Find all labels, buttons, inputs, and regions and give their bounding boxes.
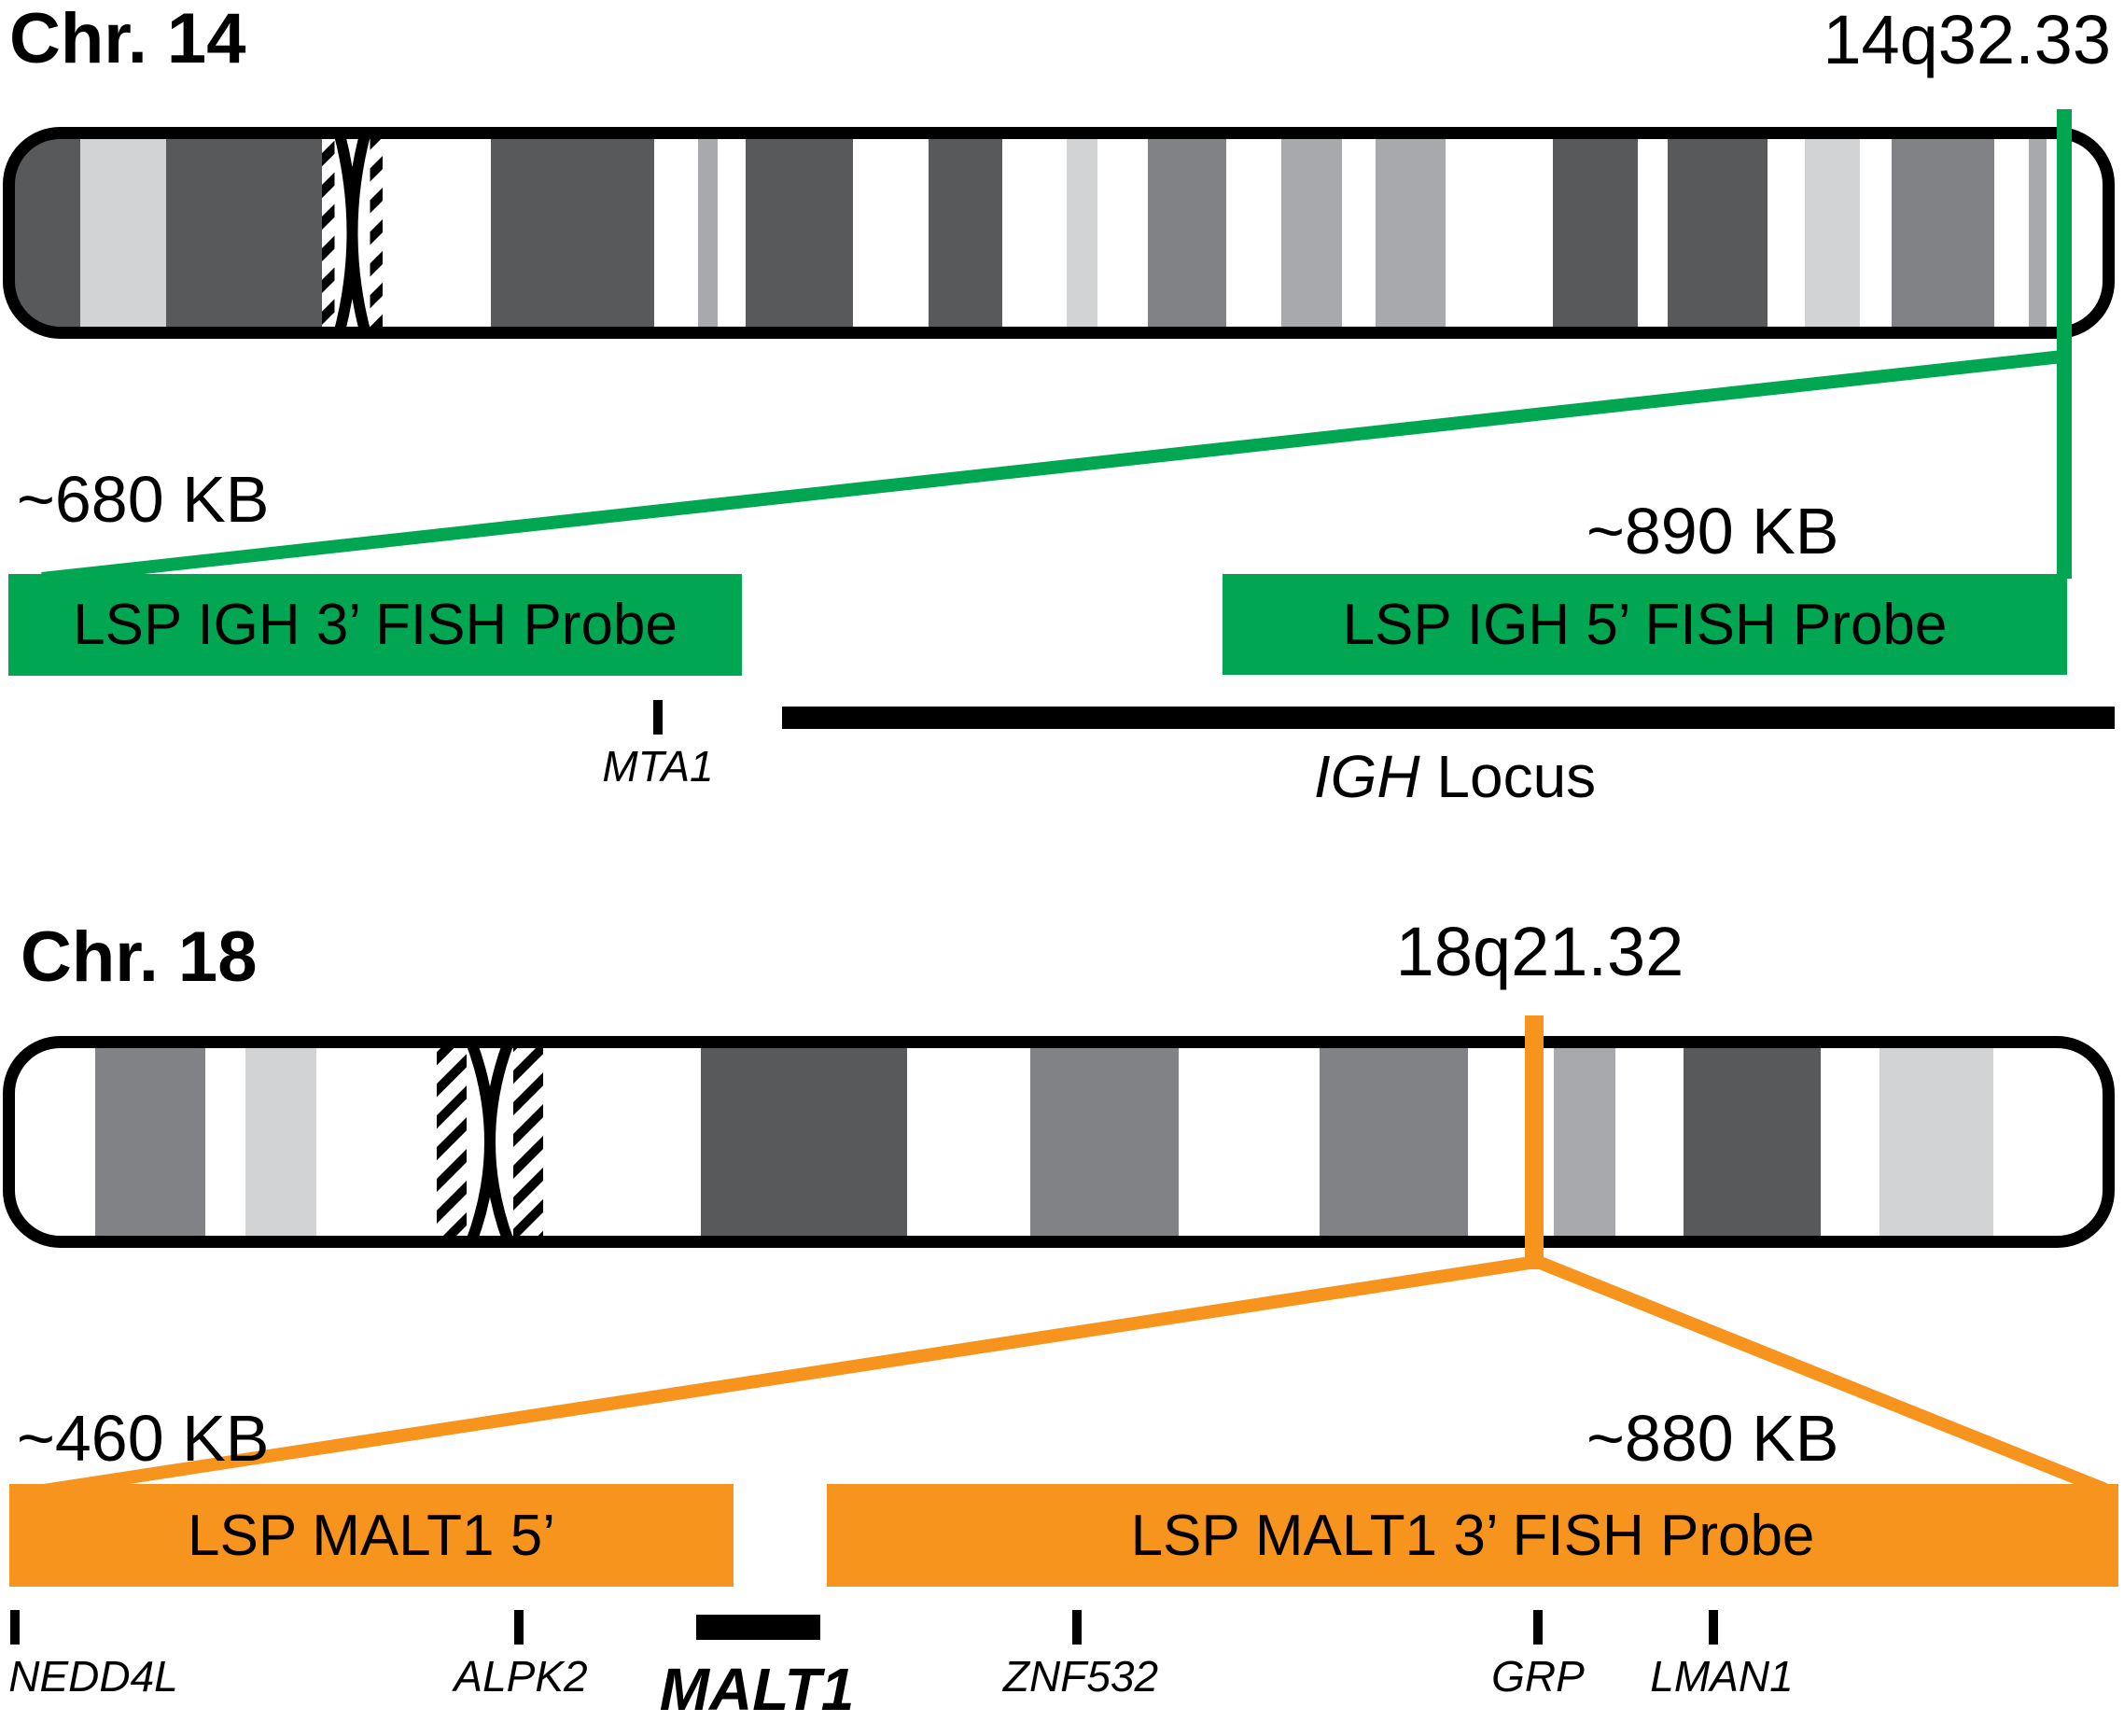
- chr18-breakpoint-band-label: 18q21.32: [1395, 913, 1684, 990]
- malt1-5prime-probe-label: LSP MALT1 5’: [187, 1503, 555, 1568]
- igh-locus-name-regular: Locus: [1419, 743, 1597, 810]
- chr18-title: Chr. 18: [21, 917, 258, 997]
- igh-3prime-fish-probe-box: LSP IGH 3’ FISH Probe: [8, 574, 742, 676]
- mta1-gene-label: MTA1: [602, 742, 714, 791]
- gene-label-NEDD4L: NEDD4L: [8, 1652, 178, 1701]
- malt1-3prime-fish-probe-label: LSP MALT1 3’ FISH Probe: [1130, 1503, 1815, 1568]
- gene-tick-LMAN1: [1709, 1610, 1718, 1645]
- igh-locus-label: IGH Locus: [1314, 747, 1596, 806]
- igh-5prime-fish-probe-label: LSP IGH 5’ FISH Probe: [1342, 592, 1948, 657]
- igh-3prime-probe-size-label: ~680 KB: [17, 463, 270, 536]
- gene-tick-ZNF532: [1072, 1610, 1082, 1645]
- gene-label-ZNF532: ZNF532: [1002, 1652, 1159, 1701]
- gene-label-GRP: GRP: [1491, 1652, 1585, 1701]
- mta1-gene-tick: [653, 700, 663, 735]
- malt1-3prime-fish-probe-box: LSP MALT1 3’ FISH Probe: [827, 1484, 2118, 1587]
- malt1-3prime-probe-size-label: ~880 KB: [1586, 1402, 1839, 1475]
- chr14-breakpoint-band-label: 14q32.33: [1823, 1, 2111, 78]
- igh-locus-bar: [782, 707, 2115, 729]
- gene-tick-NEDD4L: [10, 1610, 20, 1645]
- malt1-gene-label: MALT1: [659, 1656, 855, 1723]
- igh-5prime-fish-probe-box: LSP IGH 5’ FISH Probe: [1223, 574, 2067, 675]
- malt1-gene-bar: [696, 1615, 820, 1640]
- gene-tick-ALPK2: [514, 1610, 524, 1645]
- chr14-title: Chr. 14: [9, 0, 246, 78]
- gene-tick-GRP: [1533, 1610, 1543, 1645]
- gene-label-ALPK2: ALPK2: [454, 1652, 588, 1701]
- igh-3prime-fish-probe-label: LSP IGH 3’ FISH Probe: [73, 593, 678, 657]
- malt1-5prime-probe-box: LSP MALT1 5’: [9, 1484, 734, 1587]
- malt1-5prime-probe-size-label: ~460 KB: [17, 1402, 270, 1475]
- igh-locus-name-italic: IGH: [1313, 743, 1420, 810]
- igh-5prime-probe-size-label: ~890 KB: [1586, 495, 1839, 567]
- gene-label-LMAN1: LMAN1: [1650, 1652, 1794, 1701]
